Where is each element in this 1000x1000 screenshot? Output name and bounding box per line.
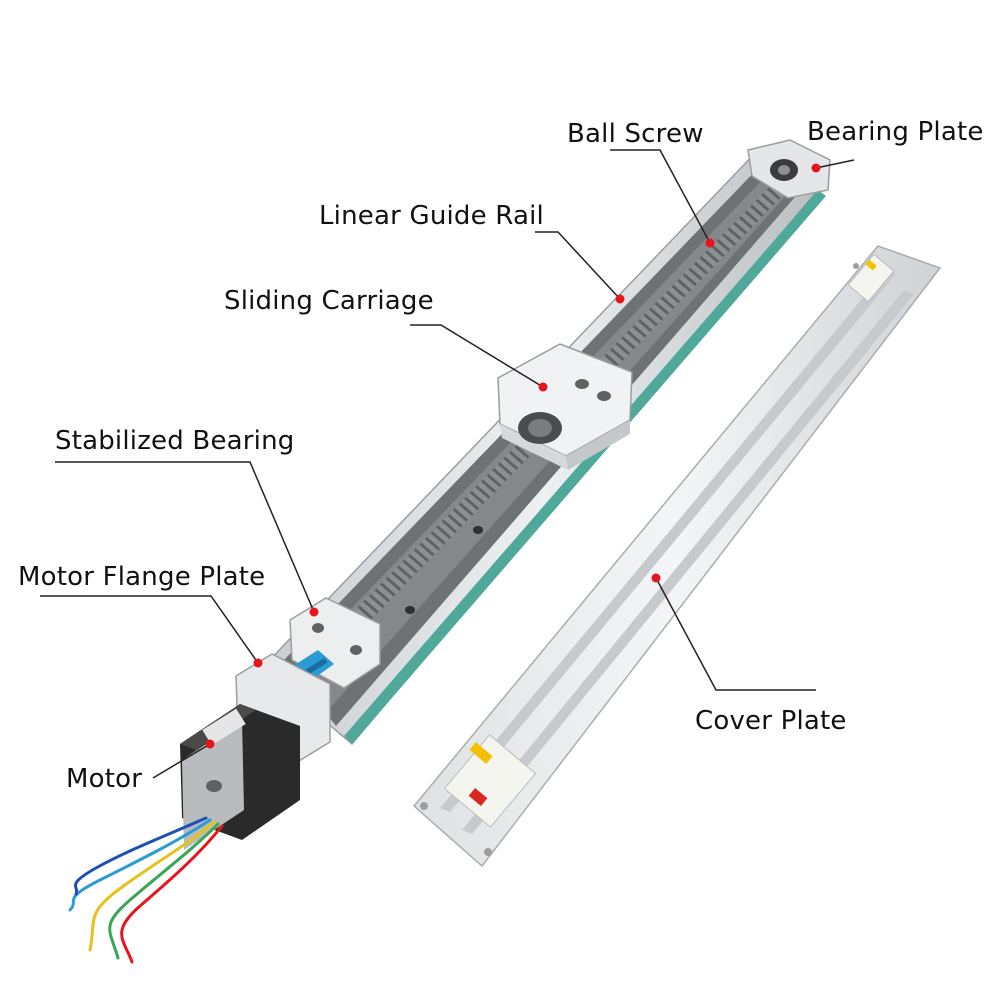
dot-cover-plate (651, 573, 661, 583)
label-linear-guide-rail: Linear Guide Rail (319, 201, 544, 231)
bearing-plate-part (747, 139, 831, 199)
dot-sliding-carriage (538, 382, 548, 392)
sliding-carriage-part (497, 343, 633, 470)
dot-motor-flange-plate (253, 658, 263, 668)
leader-motor (152, 743, 211, 779)
leader-cover-plate (655, 577, 816, 691)
leader-ball-screw (610, 149, 711, 244)
label-stabilized-bearing: Stabilized Bearing (55, 426, 295, 456)
teal-stripe (344, 190, 826, 744)
label-motor: Motor (66, 764, 143, 794)
dot-bearing-plate (811, 163, 821, 173)
leader-lines (40, 149, 855, 779)
leader-linear-guide-rail (535, 231, 621, 300)
dot-linear-guide-rail (615, 294, 625, 304)
label-ball-screw: Ball Screw (567, 119, 704, 149)
label-motor-flange-plate: Motor Flange Plate (18, 562, 266, 592)
leader-bearing-plate (815, 159, 855, 169)
leader-stabilized-bearing (55, 461, 315, 613)
cover-plate-part (412, 245, 942, 868)
leader-motor-flange-plate (40, 595, 259, 664)
dot-ball-screw (705, 238, 715, 248)
motor-wires (68, 816, 224, 964)
label-cover-plate: Cover Plate (695, 706, 847, 736)
leader-sliding-carriage (410, 324, 544, 388)
dot-stabilized-bearing (309, 607, 319, 617)
dot-motor (205, 739, 215, 749)
stepper-motor-part (180, 704, 300, 850)
label-sliding-carriage: Sliding Carriage (224, 286, 434, 316)
marker-dots (205, 163, 821, 749)
label-bearing-plate: Bearing Plate (807, 117, 984, 147)
